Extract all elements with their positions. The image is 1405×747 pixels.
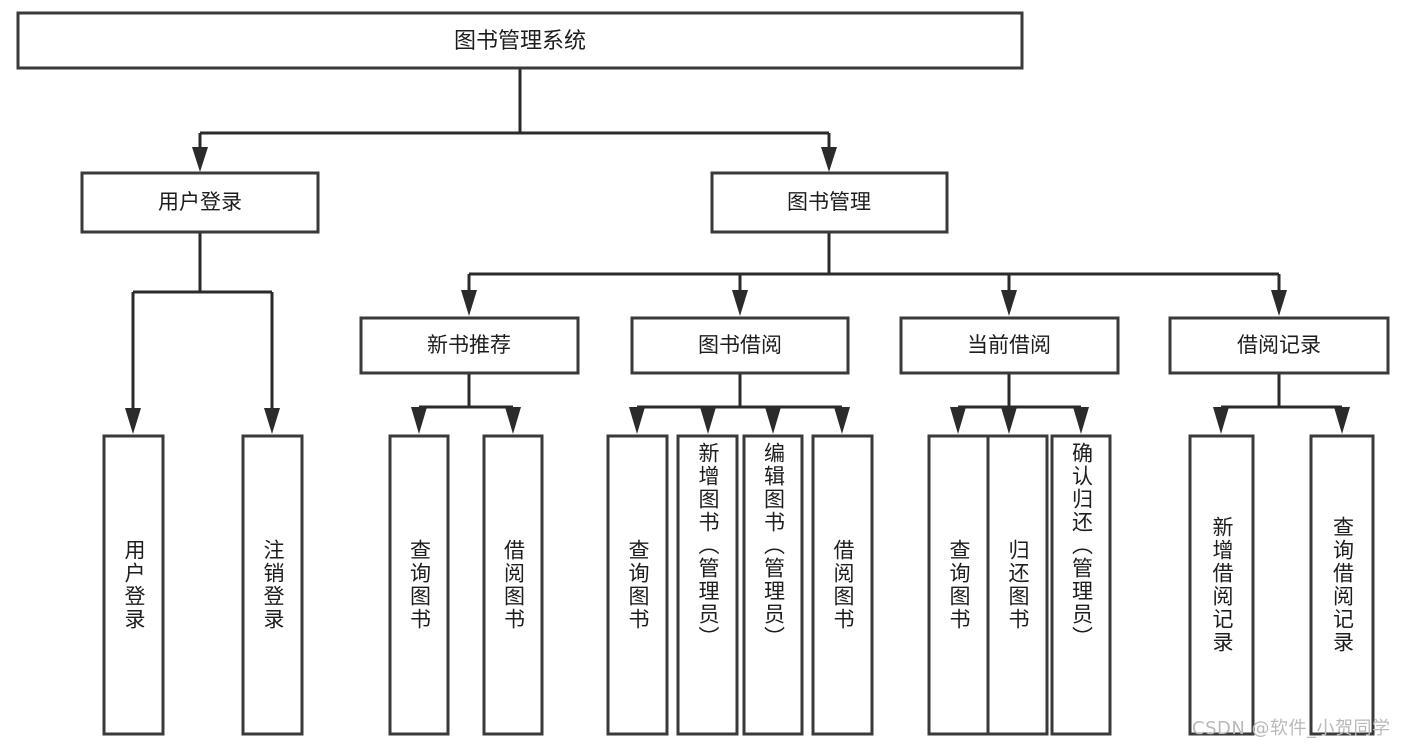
node-user-login-box[interactable]	[80, 171, 320, 234]
node-leaf-user-login-box[interactable]	[102, 434, 165, 736]
connector-group-current-borrow	[950, 373, 1089, 434]
connector-group-book-manage	[461, 232, 1287, 316]
csdn-watermark: CSDN @软件_小贺同学	[1192, 718, 1391, 739]
node-new-book-rec-box[interactable]	[359, 316, 580, 375]
arrowhead-leaf-query-book-1	[411, 407, 427, 434]
arrowhead-leaf-query-record	[1334, 407, 1350, 434]
node-borrow-record-box[interactable]	[1168, 316, 1390, 375]
arrowhead-book-manage	[821, 147, 837, 172]
node-leaf-return-book-box[interactable]	[986, 434, 1049, 736]
connector-group-book-borrow	[629, 373, 850, 434]
node-leaf-logout-box[interactable]	[241, 434, 304, 736]
node-borrow-record-label: 借阅记录	[1237, 333, 1321, 357]
arrowhead-leaf-borrow-book-1	[505, 407, 521, 434]
node-leaf-add-book-box[interactable]	[676, 434, 739, 736]
connector-group-root	[192, 68, 837, 172]
node-borrow-record[interactable]: 借阅记录	[1168, 316, 1390, 375]
connector-group-borrow-record	[1213, 373, 1350, 434]
arrowhead-leaf-add-book	[700, 407, 716, 434]
node-book-borrow-box[interactable]	[630, 316, 850, 375]
node-leaf-query-book-2-box[interactable]	[606, 434, 669, 736]
node-user-login-label: 用户登录	[158, 190, 242, 214]
node-leaf-query-record-box[interactable]	[1309, 434, 1375, 736]
node-current-borrow[interactable]: 当前借阅	[899, 316, 1120, 375]
connector-group-user-login	[125, 232, 280, 434]
arrowhead-user-login	[192, 147, 208, 172]
node-leaf-edit-book-box[interactable]	[742, 434, 804, 736]
arrowhead-leaf-borrow-book-2	[834, 407, 850, 434]
node-root-box[interactable]	[16, 11, 1024, 70]
node-book-borrow[interactable]: 图书借阅	[630, 316, 850, 375]
node-book-borrow-label: 图书借阅	[698, 333, 782, 357]
node-user-login[interactable]: 用户登录	[80, 171, 320, 234]
node-leaf-query-book-3-box[interactable]	[927, 434, 990, 736]
arrowhead-borrow-record	[1271, 290, 1287, 316]
node-leaf-borrow-book-2-box[interactable]	[811, 434, 874, 736]
node-leaf-confirm-return-box[interactable]	[1050, 434, 1112, 736]
arrowhead-leaf-logout	[264, 408, 280, 434]
node-current-borrow-box[interactable]	[899, 316, 1120, 375]
arrowhead-new-book-rec	[461, 290, 477, 316]
node-root[interactable]: 图书管理系统	[16, 11, 1024, 70]
leaf-boxes	[102, 434, 1375, 736]
arrowhead-leaf-query-book-2	[629, 407, 645, 434]
arrowhead-book-borrow	[732, 290, 748, 316]
node-leaf-query-book-1-box[interactable]	[388, 434, 450, 736]
arrowhead-leaf-confirm-return	[1073, 407, 1089, 434]
arrowhead-leaf-user-login	[125, 408, 141, 434]
connector-group-new-book-rec	[411, 373, 521, 434]
arrowhead-leaf-query-book-3	[950, 407, 966, 434]
node-current-borrow-label: 当前借阅	[967, 333, 1051, 357]
node-book-manage[interactable]: 图书管理	[710, 171, 949, 234]
node-root-label: 图书管理系统	[454, 29, 586, 54]
arrowhead-leaf-edit-book	[765, 407, 781, 434]
arrowhead-current-borrow	[1001, 290, 1017, 316]
node-leaf-add-record-box[interactable]	[1188, 434, 1255, 736]
node-book-manage-box[interactable]	[710, 171, 949, 234]
node-book-manage-label: 图书管理	[787, 190, 871, 214]
arrowhead-leaf-return-book	[1001, 407, 1017, 434]
arrowhead-leaf-add-record	[1213, 407, 1229, 434]
node-new-book-rec-label: 新书推荐	[427, 333, 511, 357]
node-new-book-rec[interactable]: 新书推荐	[359, 316, 580, 375]
node-leaf-borrow-book-1-box[interactable]	[482, 434, 544, 736]
